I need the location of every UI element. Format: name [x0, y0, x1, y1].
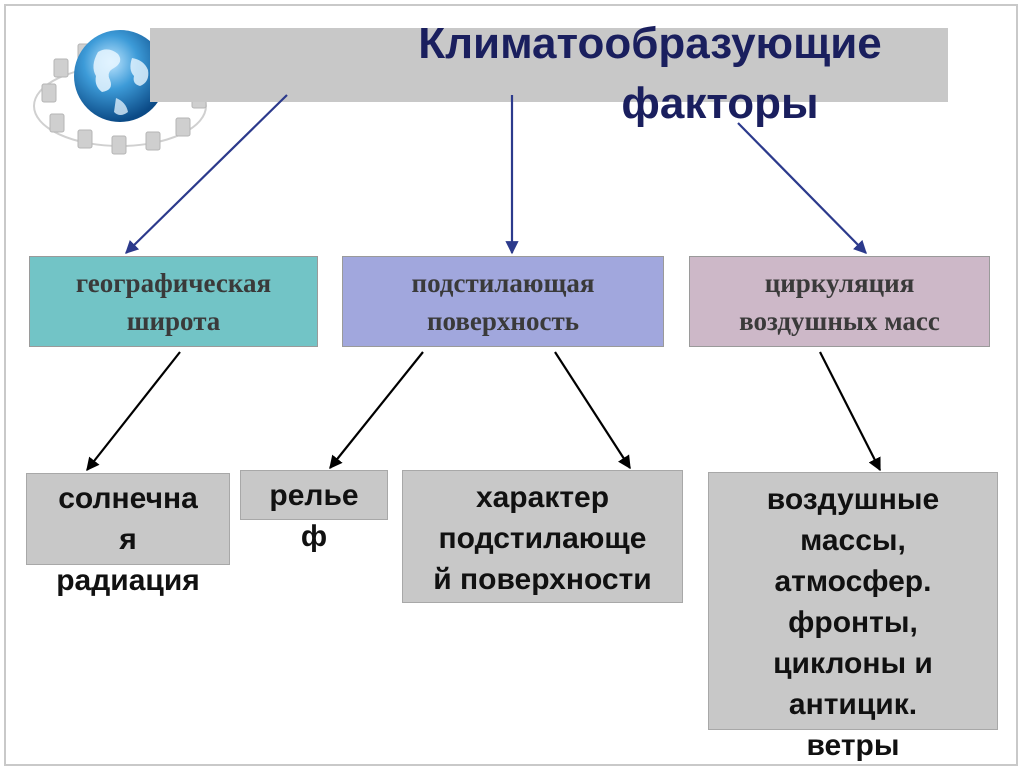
slide-frame — [4, 4, 1018, 766]
title-line-2: факторы — [621, 79, 819, 128]
factor-latitude-box: географическая широта — [29, 256, 318, 347]
factor-latitude-label: географическая широта — [75, 267, 272, 336]
arrow-latitude-to-solar — [86, 351, 181, 472]
factor-surface-label: подстилающая поверхность — [411, 267, 595, 336]
arrow-surface-to-relief — [329, 351, 424, 470]
title-bar — [150, 28, 948, 102]
factor-surface-box: подстилающая поверхность — [342, 256, 664, 347]
subfactor-relief-label: релье ф — [269, 479, 359, 553]
subfactor-surface-label: характер подстилающе й поверхности — [433, 481, 652, 596]
subfactor-relief-box: релье ф — [240, 470, 388, 553]
arrow-surface-to-character — [554, 351, 631, 470]
subfactor-airmasses-box: воздушные массы, атмосфер. фронты, цикло… — [708, 472, 998, 762]
arrow-title-to-latitude — [125, 94, 288, 254]
factor-circulation-label: циркуляция воздушных масс — [739, 267, 940, 336]
subfactor-solar-label: солнечна я радиация — [56, 482, 200, 597]
factor-circulation-box: циркуляция воздушных масс — [689, 256, 990, 347]
arrow-circulation-to-airmasses — [819, 351, 881, 472]
subfactor-surface-box: характер подстилающе й поверхности — [402, 470, 683, 603]
page-title: Климатообразующие факторы — [340, 14, 960, 134]
title-line-1: Климатообразующие — [418, 19, 882, 68]
subfactor-airmasses-label: воздушные массы, атмосфер. фронты, цикло… — [766, 483, 940, 762]
arrow-title-to-circulation — [737, 122, 867, 254]
subfactor-solar-box: солнечна я радиация — [26, 473, 230, 597]
